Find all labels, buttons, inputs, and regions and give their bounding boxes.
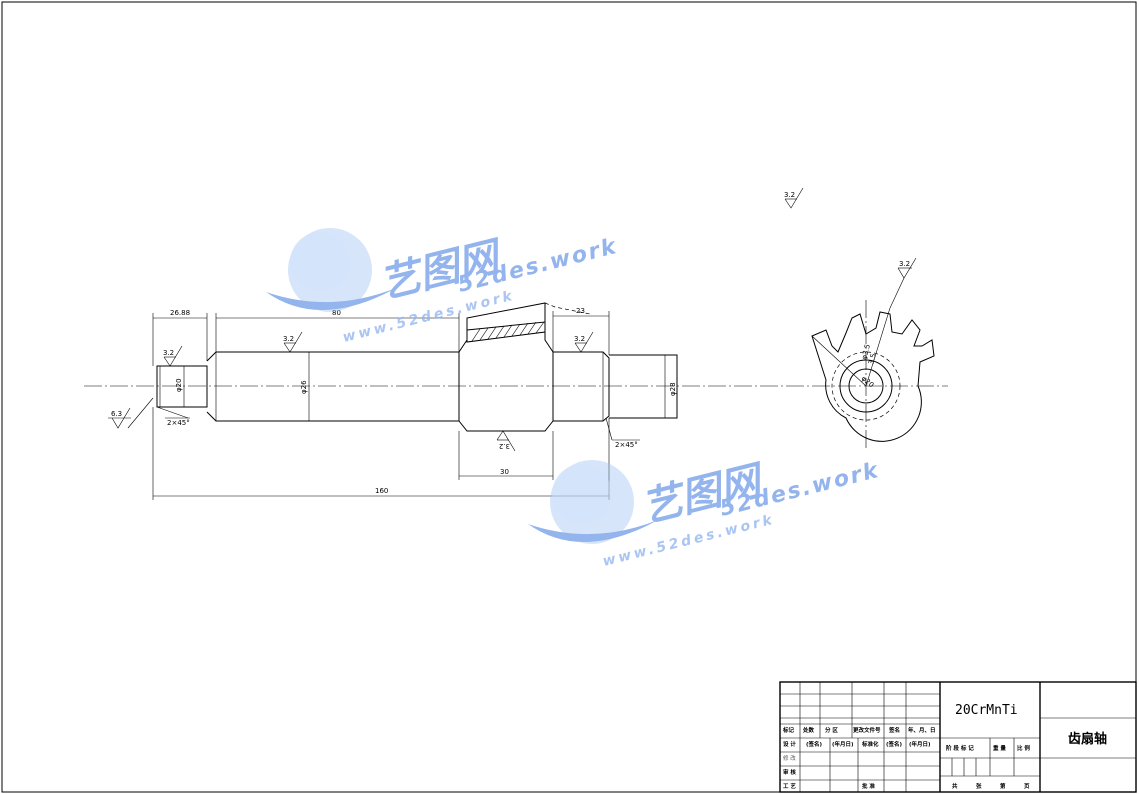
svg-text:标准化: 标准化 xyxy=(861,740,879,748)
svg-text:3.2: 3.2 xyxy=(899,260,910,268)
svg-text:(签名): (签名) xyxy=(886,740,903,748)
watermark-bottom: 艺图网 52des.work www.52des.work xyxy=(528,457,882,570)
gear-dim-r1: φ3.5 xyxy=(860,343,872,360)
dim-160: 160 xyxy=(375,487,388,495)
svg-text:比 例: 比 例 xyxy=(1017,744,1030,752)
svg-text:3.2: 3.2 xyxy=(784,191,795,199)
watermark-top: 艺图网 52des.work www.52des.work xyxy=(266,228,620,346)
watermark-globe-icon xyxy=(266,228,396,312)
svg-text:年、月、日: 年、月、日 xyxy=(908,726,936,734)
material-text: 20CrMnTi xyxy=(955,703,1018,718)
dim-23: 23 xyxy=(576,307,585,315)
svg-text:设 计: 设 计 xyxy=(783,740,796,748)
surface-finish-3: 3.2 xyxy=(574,331,594,353)
dim-26-88: 26.88 xyxy=(170,309,190,317)
surface-finish-4: 3.2 xyxy=(496,430,516,452)
svg-text:签名: 签名 xyxy=(888,726,900,734)
svg-text:(年月日): (年月日) xyxy=(909,740,931,748)
gear-dim-r2: 3.5 xyxy=(867,353,878,366)
svg-text:分 区: 分 区 xyxy=(825,726,838,734)
surface-finish-1: 3.2 xyxy=(163,345,183,367)
svg-text:3.2: 3.2 xyxy=(283,335,294,343)
shaft-right-section xyxy=(553,351,610,422)
shaft-view: 26.88 80 23 160 30 φ20 φ26 φ28 2×45° 2×4… xyxy=(84,187,948,500)
gear-sector-view: φ3.5 3.5 φ20 3.2 xyxy=(811,257,935,448)
svg-text:更改文件号: 更改文件号 xyxy=(853,726,881,734)
dim-80: 80 xyxy=(332,309,341,317)
shaft-main-body xyxy=(206,351,460,422)
surface-finish-5: 3.2 xyxy=(784,187,804,209)
chamfer-right: 2×45° xyxy=(615,441,638,449)
dim-phi20: φ20 xyxy=(175,378,183,392)
svg-text:重 量: 重 量 xyxy=(993,744,1006,752)
gear-section-hatch xyxy=(466,321,546,343)
shaft-right-end xyxy=(609,354,678,419)
svg-text:页: 页 xyxy=(1024,782,1030,790)
svg-text:6.3: 6.3 xyxy=(111,410,122,418)
svg-text:批 准: 批 准 xyxy=(862,782,875,790)
shaft-left-end xyxy=(156,365,208,408)
svg-text:(签名): (签名) xyxy=(806,740,823,748)
svg-text:共: 共 xyxy=(952,782,958,790)
svg-text:处数: 处数 xyxy=(802,726,815,734)
dim-30: 30 xyxy=(500,468,509,476)
svg-text:(年月日): (年月日) xyxy=(832,740,854,748)
surface-finish-gear: 3.2 xyxy=(889,257,917,309)
svg-text:3.2: 3.2 xyxy=(499,442,510,450)
dim-phi26: φ26 xyxy=(300,380,308,394)
svg-text:张: 张 xyxy=(976,782,982,790)
gear-dim-bore: φ20 xyxy=(860,374,876,389)
chamfer-left: 2×45° xyxy=(167,419,190,427)
svg-text:第: 第 xyxy=(1000,782,1006,790)
svg-text:审 核: 审 核 xyxy=(783,768,796,776)
title-block: 20CrMnTi 齿扇轴 标记 处数 分 区 更改文件号 签名 年、月、日 设 … xyxy=(779,681,1137,793)
svg-text:工 艺: 工 艺 xyxy=(783,782,796,790)
svg-text:阶 段 标 记: 阶 段 标 记 xyxy=(946,744,974,752)
svg-text:修 改: 修 改 xyxy=(783,754,796,762)
svg-text:3.2: 3.2 xyxy=(163,349,174,357)
surface-finish-6: 6.3 xyxy=(111,407,131,429)
dim-phi28: φ28 xyxy=(669,382,677,396)
svg-text:3.2: 3.2 xyxy=(574,335,585,343)
gear-sector-outline xyxy=(811,311,935,442)
watermark-globe-icon-2 xyxy=(528,460,658,544)
svg-text:标记: 标记 xyxy=(782,726,795,734)
surface-finish-2: 3.2 xyxy=(283,331,303,353)
part-name-text: 齿扇轴 xyxy=(1068,731,1107,747)
